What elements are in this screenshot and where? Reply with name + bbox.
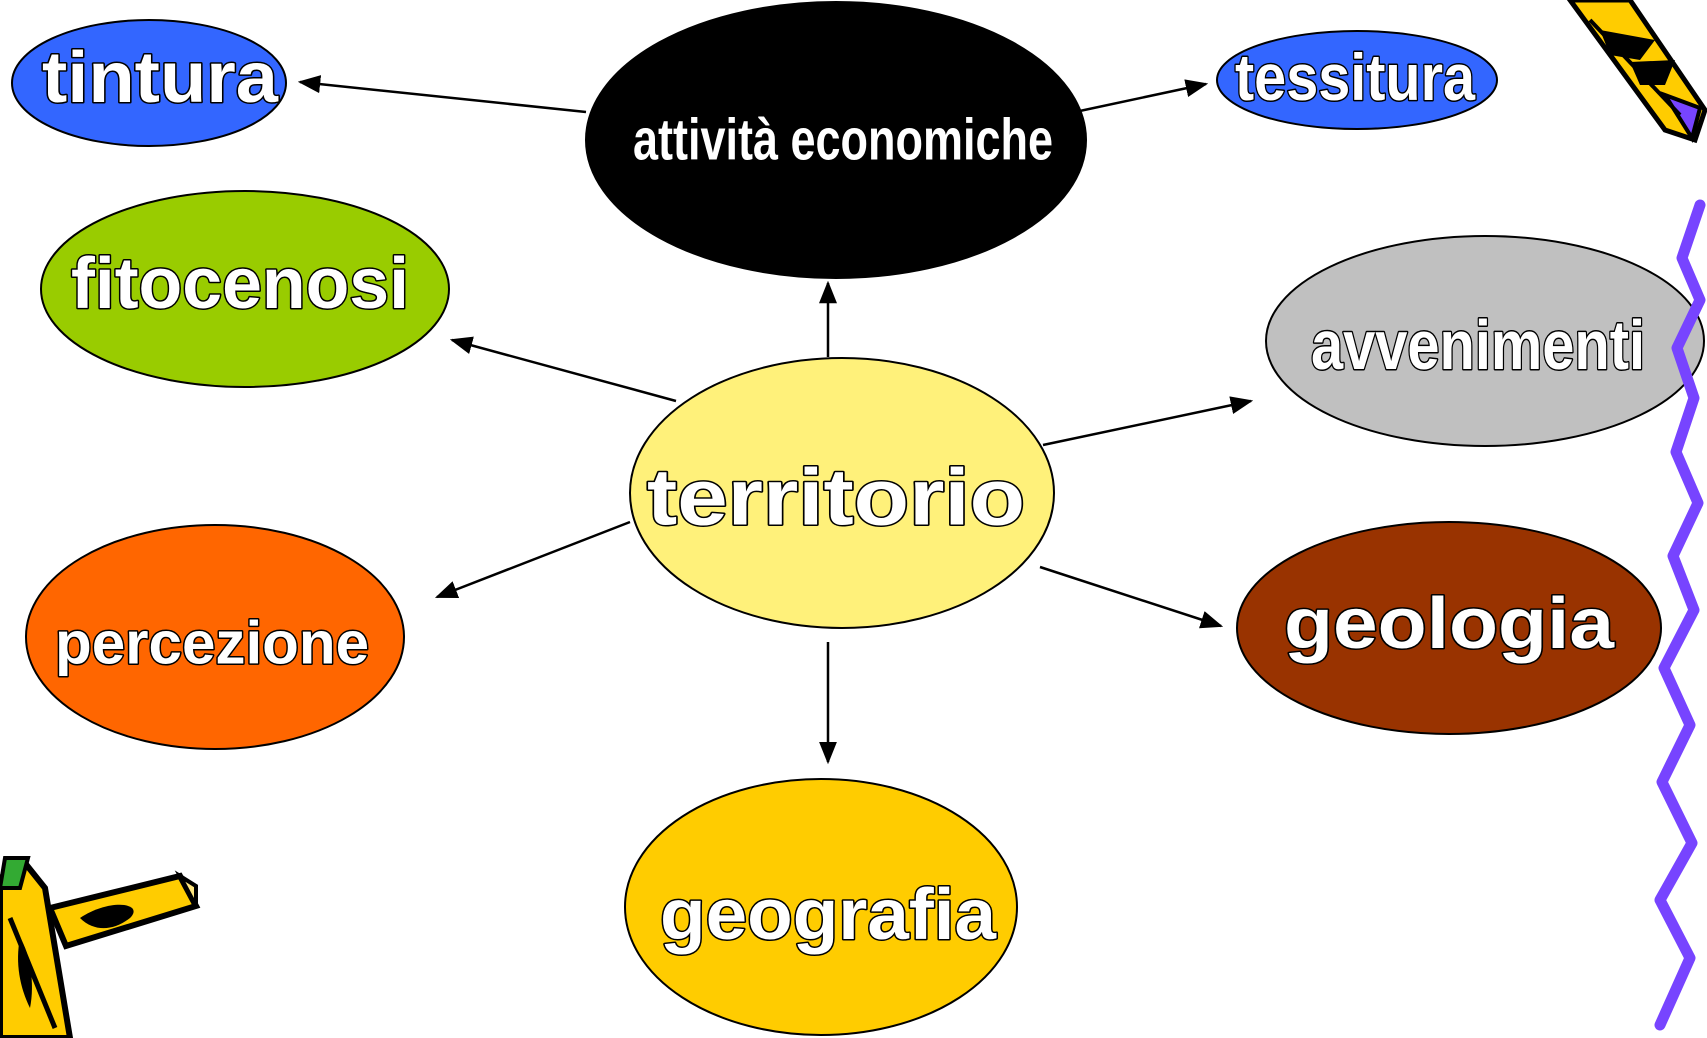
node-territorio-shape — [629, 357, 1055, 629]
node-avvenimenti-label: avvenimenti — [1311, 306, 1645, 384]
node-avvenimenti: avvenimenti — [1265, 235, 1705, 447]
node-fitocenosi: fitocenosi — [40, 190, 450, 388]
node-tessitura-shape — [1216, 30, 1498, 130]
node-tessitura: tessitura — [1216, 30, 1498, 130]
node-percezione-label: percezione — [55, 610, 369, 677]
arrow-attivita-tessitura — [1074, 79, 1209, 114]
connectors — [297, 75, 1254, 765]
squiggle-line — [1654, 199, 1706, 1031]
node-percezione: percezione — [25, 524, 405, 750]
arrow-territorio-avvenimenti — [1042, 396, 1254, 447]
node-fitocenosi-label: fitocenosi — [71, 244, 409, 324]
node-tintura-label: tintura — [42, 38, 279, 118]
pencil-icon — [1566, 0, 1707, 144]
arrow-territorio-fitocenosi — [449, 336, 677, 403]
node-territorio-label: territorio — [647, 453, 1025, 542]
node-geografia-shape — [624, 778, 1018, 1036]
node-geografia: geografia — [624, 778, 1018, 1036]
node-percezione-shape — [25, 524, 405, 750]
node-avvenimenti-shape — [1265, 235, 1705, 447]
node-geografia-label: geografia — [660, 875, 997, 955]
node-fitocenosi-shape — [40, 190, 450, 388]
pencil-icon — [0, 856, 201, 1038]
node-geologia: geologia — [1236, 521, 1662, 735]
node-territorio: territorio — [629, 357, 1055, 629]
node-attivita-label: attività economiche — [633, 108, 1053, 173]
arrow-attivita-tintura — [297, 75, 587, 114]
node-attivita: attività economiche — [585, 1, 1087, 279]
node-tintura-shape — [11, 19, 287, 147]
node-geologia-label: geologia — [1284, 584, 1615, 664]
arrow-territorio-geologia — [1039, 565, 1224, 629]
node-tessitura-label: tessitura — [1235, 40, 1476, 114]
node-tintura: tintura — [11, 19, 287, 147]
node-geologia-shape — [1236, 521, 1662, 735]
arrow-territorio-percezione — [434, 520, 631, 599]
node-attivita-shape — [585, 1, 1087, 279]
